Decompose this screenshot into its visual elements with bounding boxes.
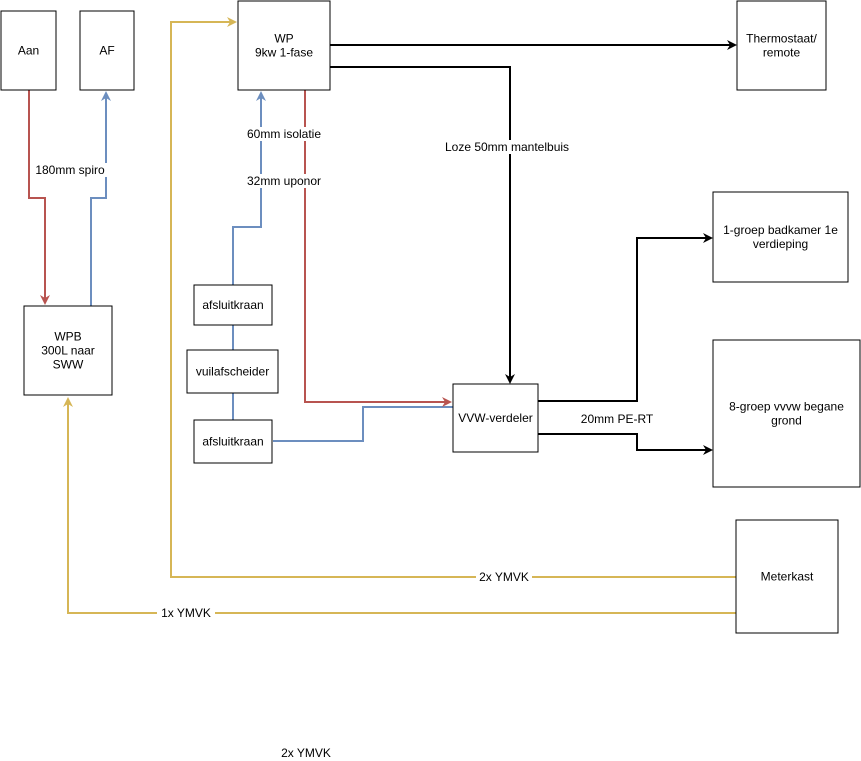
edge-meterkast-to-wpb xyxy=(63,397,736,614)
node-af-label: AF xyxy=(99,44,114,58)
node-vuilafscheider-label: vuilafscheider xyxy=(196,365,269,379)
node-label-line: VVW-verdeler xyxy=(458,411,532,425)
node-label-line: 1-groep badkamer 1e xyxy=(723,223,838,237)
node-label-line: remote xyxy=(763,46,801,60)
label-ymvk-2: 2x YMVK xyxy=(479,570,529,584)
node-thermostaat-label: Thermostaat/remote xyxy=(746,32,817,60)
edge-verdeler-to-begane xyxy=(538,433,713,455)
label-pert: 20mm PE-RT xyxy=(581,412,654,426)
node-label-line: 9kw 1-fase xyxy=(255,46,313,60)
node-label-line: 8-groep vvvw begane xyxy=(729,400,844,414)
node-afsluitkraan-bottom: afsluitkraan xyxy=(193,419,273,464)
label-ymvk-1: 1x YMVK xyxy=(161,606,211,620)
node-label-line: WPB xyxy=(54,330,81,344)
node-meterkast-label: Meterkast xyxy=(761,570,814,584)
node-afsluitkraan-bottom-label: afsluitkraan xyxy=(202,435,263,449)
node-aan: Aan xyxy=(0,10,57,91)
label-spiro: 180mm spiro xyxy=(35,163,105,177)
node-thermostaat: Thermostaat/remote xyxy=(736,0,827,91)
node-label-line: afsluitkraan xyxy=(202,298,263,312)
node-label-line: WP xyxy=(274,32,293,46)
edge-afsluitkraan-to-wp xyxy=(232,91,266,285)
node-label-line: 300L naar xyxy=(41,344,95,358)
edge-verdeler-to-badkamer xyxy=(538,233,713,402)
edge-wp-to-verdeler xyxy=(304,90,452,407)
label-isolatie: 60mm isolatie xyxy=(247,127,321,141)
node-label-line: afsluitkraan xyxy=(202,435,263,449)
edge-wp-mantelbuis xyxy=(330,66,515,384)
node-meterkast: Meterkast xyxy=(735,519,839,634)
node-afsluitkraan-top-label: afsluitkraan xyxy=(202,298,263,312)
node-label-line: AF xyxy=(99,44,114,58)
label-mantelbuis: Loze 50mm mantelbuis xyxy=(445,140,569,154)
node-label-line: Thermostaat/ xyxy=(746,32,817,46)
node-vuilafscheider: vuilafscheider xyxy=(186,349,279,394)
node-vvw-verdeler-label: VVW-verdeler xyxy=(458,411,532,425)
edge-wpb-to-af xyxy=(90,91,111,306)
node-label-line: verdieping xyxy=(753,237,808,251)
label-uponor: 32mm uponor xyxy=(247,174,321,188)
edge-verdeler-to-afsluitkraan xyxy=(273,406,453,442)
node-label-line: SWW xyxy=(53,358,84,372)
edge-meterkast-to-wp xyxy=(170,17,736,578)
node-label-line: Meterkast xyxy=(761,570,814,584)
label-ymvk-2-stray: 2x YMVK xyxy=(281,746,331,760)
edge-aan-to-wpb xyxy=(28,90,50,305)
node-label-line: vuilafscheider xyxy=(196,365,269,379)
node-af: AF xyxy=(79,10,135,91)
node-aan-label: Aan xyxy=(18,44,39,58)
node-afsluitkraan-top: afsluitkraan xyxy=(193,284,273,326)
node-label-line: Aan xyxy=(18,44,39,58)
node-vvw-verdeler: VVW-verdeler xyxy=(452,383,539,453)
node-label-line: grond xyxy=(771,414,802,428)
